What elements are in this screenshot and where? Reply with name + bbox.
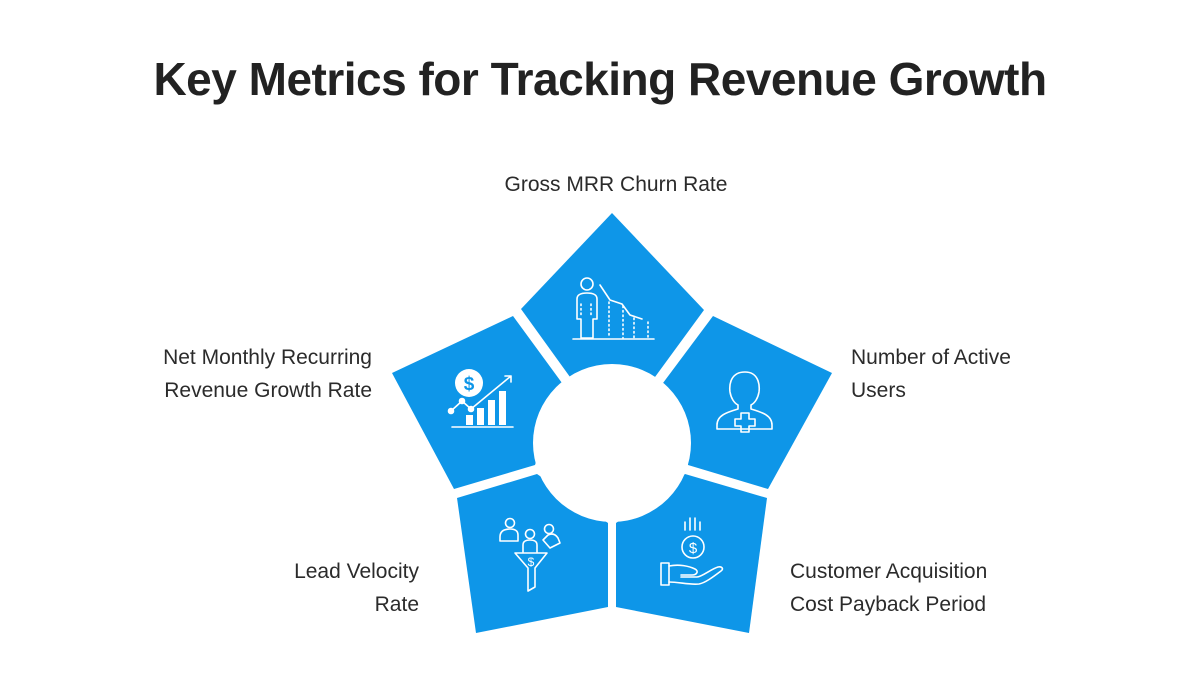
hand-coin-icon: $ xyxy=(660,517,724,586)
segment-gross-mrr-churn xyxy=(521,213,704,377)
label-gross-mrr-churn: Gross MRR Churn Rate xyxy=(0,168,1200,201)
svg-text:$: $ xyxy=(528,555,535,569)
lead-funnel-icon: $ xyxy=(499,517,561,592)
page-title: Key Metrics for Tracking Revenue Growth xyxy=(153,53,1047,105)
dollar-growth-chart-icon: $ xyxy=(447,369,514,428)
label-line: Net Monthly Recurring xyxy=(163,346,372,369)
user-plus-icon xyxy=(716,371,773,433)
segment-active-users xyxy=(663,316,832,489)
person-declining-chart-icon xyxy=(572,277,655,340)
label-line: Revenue Growth Rate xyxy=(164,379,372,402)
label-line: Gross MRR Churn Rate xyxy=(504,173,728,196)
label-line: Lead Velocity xyxy=(294,560,419,583)
segment-cac-payback xyxy=(616,474,767,633)
svg-text:$: $ xyxy=(464,374,475,395)
label-line: Rate xyxy=(374,593,419,616)
label-net-mrr-growth: Net Monthly Recurring Revenue Growth Rat… xyxy=(163,341,372,407)
label-line: Number of Active xyxy=(851,346,1011,369)
label-line: Users xyxy=(851,379,906,402)
label-lead-velocity: Lead Velocity Rate xyxy=(294,555,419,621)
label-line: Cost Payback Period xyxy=(790,593,987,616)
label-active-users: Number of Active Users xyxy=(851,341,1011,407)
segment-net-mrr-growth xyxy=(392,316,562,489)
center-circle xyxy=(533,364,691,522)
label-cac-payback: Customer Acquisition Cost Payback Period xyxy=(790,555,987,621)
svg-text:$: $ xyxy=(689,540,698,557)
label-line: Customer Acquisition xyxy=(790,560,988,583)
